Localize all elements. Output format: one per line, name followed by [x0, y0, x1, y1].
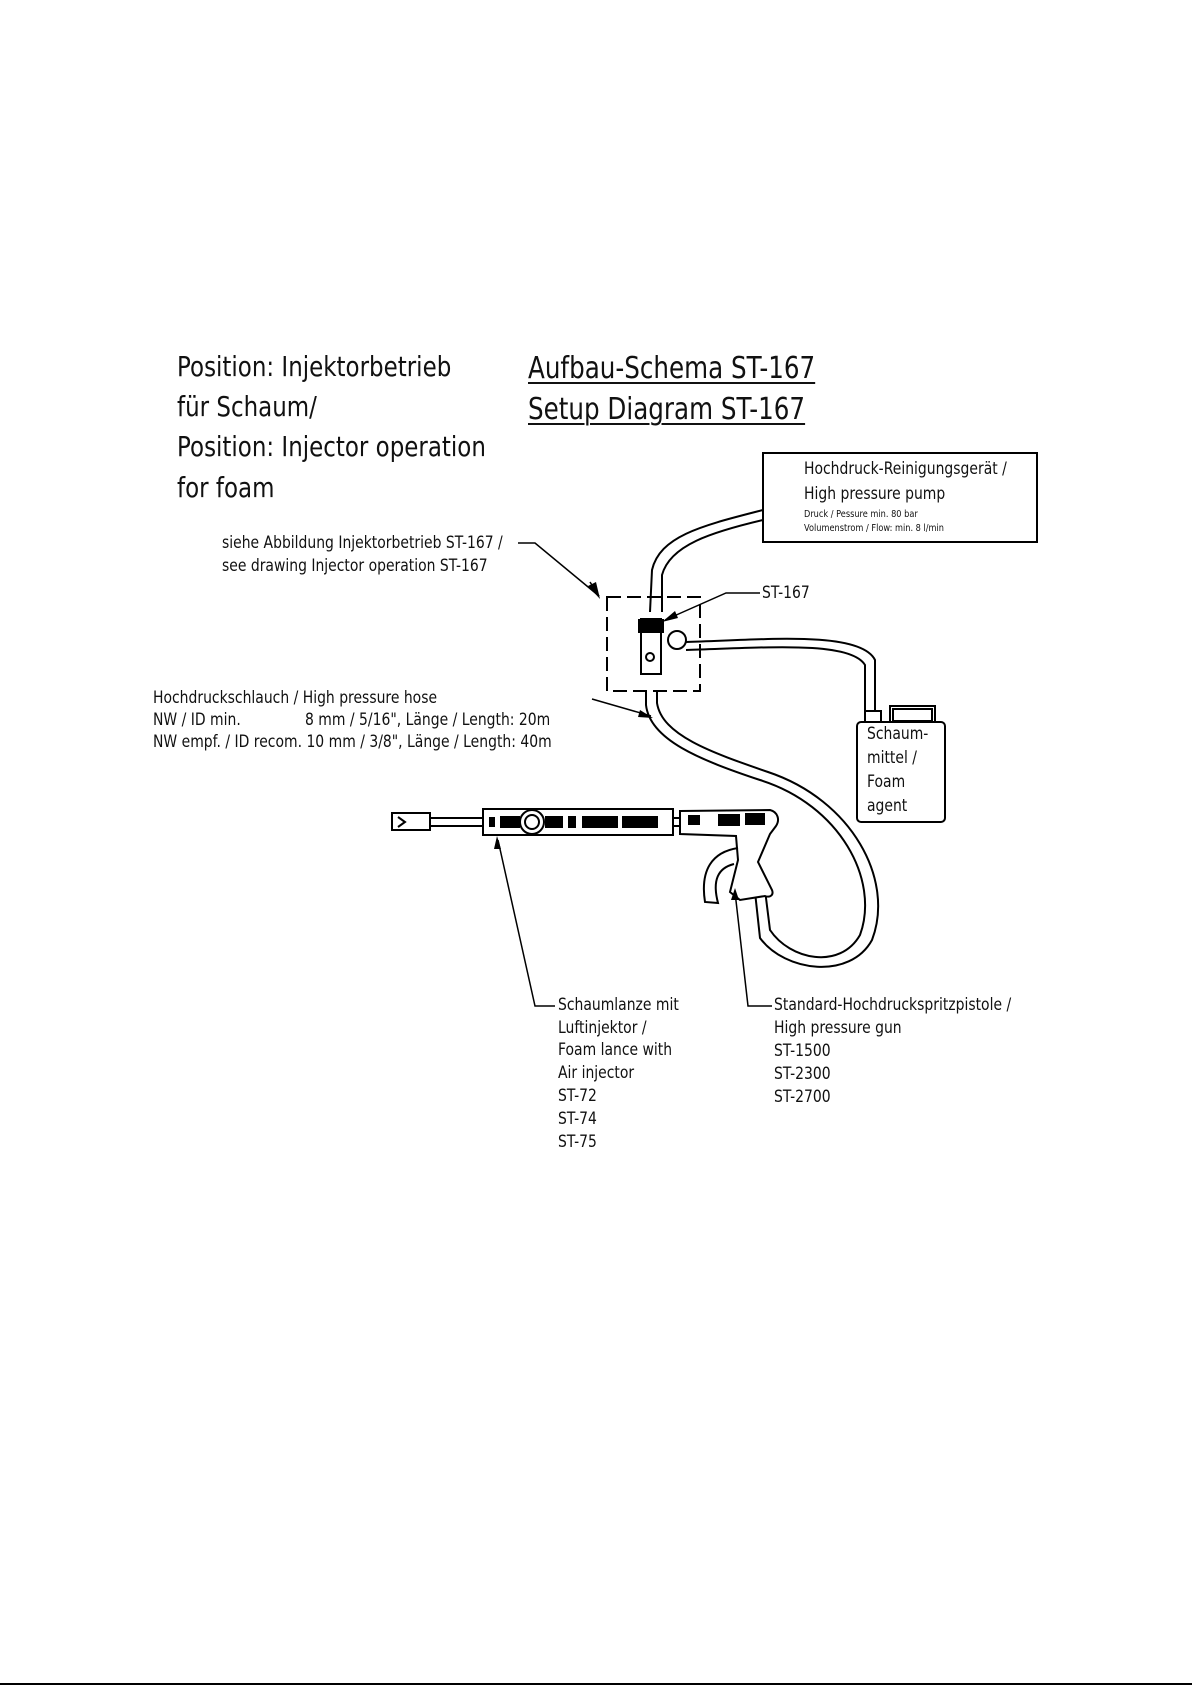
lance-label-line2: Luftinjektor /: [558, 1018, 647, 1038]
lance-model: ST-74: [558, 1109, 597, 1129]
lance-label-line1: Schaumlanze mit: [558, 995, 679, 1015]
hose-label-line1: Hochdruckschlauch / High pressure hose: [153, 688, 438, 708]
foam-agent-line3: Foam: [867, 772, 906, 792]
lance-nozzle: [391, 812, 431, 831]
gun-body: [679, 808, 779, 902]
pump-flow: Volumenstrom / Flow: min. 8 l/min: [804, 523, 945, 534]
suction-hose: [685, 637, 876, 712]
see-drawing-line2: see drawing Injector operation ST-167: [222, 556, 488, 576]
heading-en: Setup Diagram ST-167: [528, 392, 806, 427]
lance-label-line4: Air injector: [558, 1063, 635, 1083]
injector-leader: [664, 592, 760, 621]
gun-model: ST-2300: [774, 1064, 831, 1084]
see-drawing-line1: siehe Abbildung Injektorbetrieb ST-167 /: [222, 533, 503, 553]
gun-hose: [645, 691, 867, 959]
lance-model: ST-72: [558, 1086, 597, 1106]
position-title-line4: for foam: [177, 471, 275, 504]
pump-label-line1: Hochdruck-Reinigungsgerät /: [804, 459, 1007, 479]
foam-agent-line4: agent: [867, 796, 908, 816]
position-title-line1: Position: Injektorbetrieb: [177, 350, 452, 383]
hose-label-line3: NW empf. / ID recom. 10 mm / 3/8", Länge…: [153, 732, 552, 752]
pump-label-line2: High pressure pump: [804, 484, 946, 504]
pump-pressure: Druck / Pessure min. 80 bar: [804, 509, 918, 520]
see-drawing-leader: [518, 542, 600, 597]
lance-label-line3: Foam lance with: [558, 1040, 673, 1060]
hose-label-line2a: NW / ID min.: [153, 710, 241, 730]
injector-label: ST-167: [762, 583, 810, 603]
gun-label-line1: Standard-Hochdruckspritzpistole /: [774, 995, 1012, 1015]
hose-label-line2b: 8 mm / 5/16", Länge / Length: 20m: [305, 710, 551, 730]
gun-label-line2: High pressure gun: [774, 1018, 902, 1038]
heading-de: Aufbau-Schema ST-167: [528, 351, 816, 386]
position-title-line3: Position: Injector operation: [177, 430, 486, 463]
gun-leader: [734, 891, 772, 1007]
lance-model: ST-75: [558, 1132, 597, 1152]
page-bottom-rule: [0, 1683, 1192, 1685]
pump-hose: [649, 509, 764, 613]
gun-model: ST-1500: [774, 1041, 831, 1061]
lance-leader: [497, 839, 555, 1007]
pump-box: [762, 452, 1038, 543]
foam-agent-line1: Schaum-: [867, 724, 929, 744]
gun-model: ST-2700: [774, 1087, 831, 1107]
injector-detail-box: [606, 596, 701, 692]
foam-agent-line2: mittel /: [867, 748, 917, 768]
position-title-line2: für Schaum/: [177, 390, 317, 423]
